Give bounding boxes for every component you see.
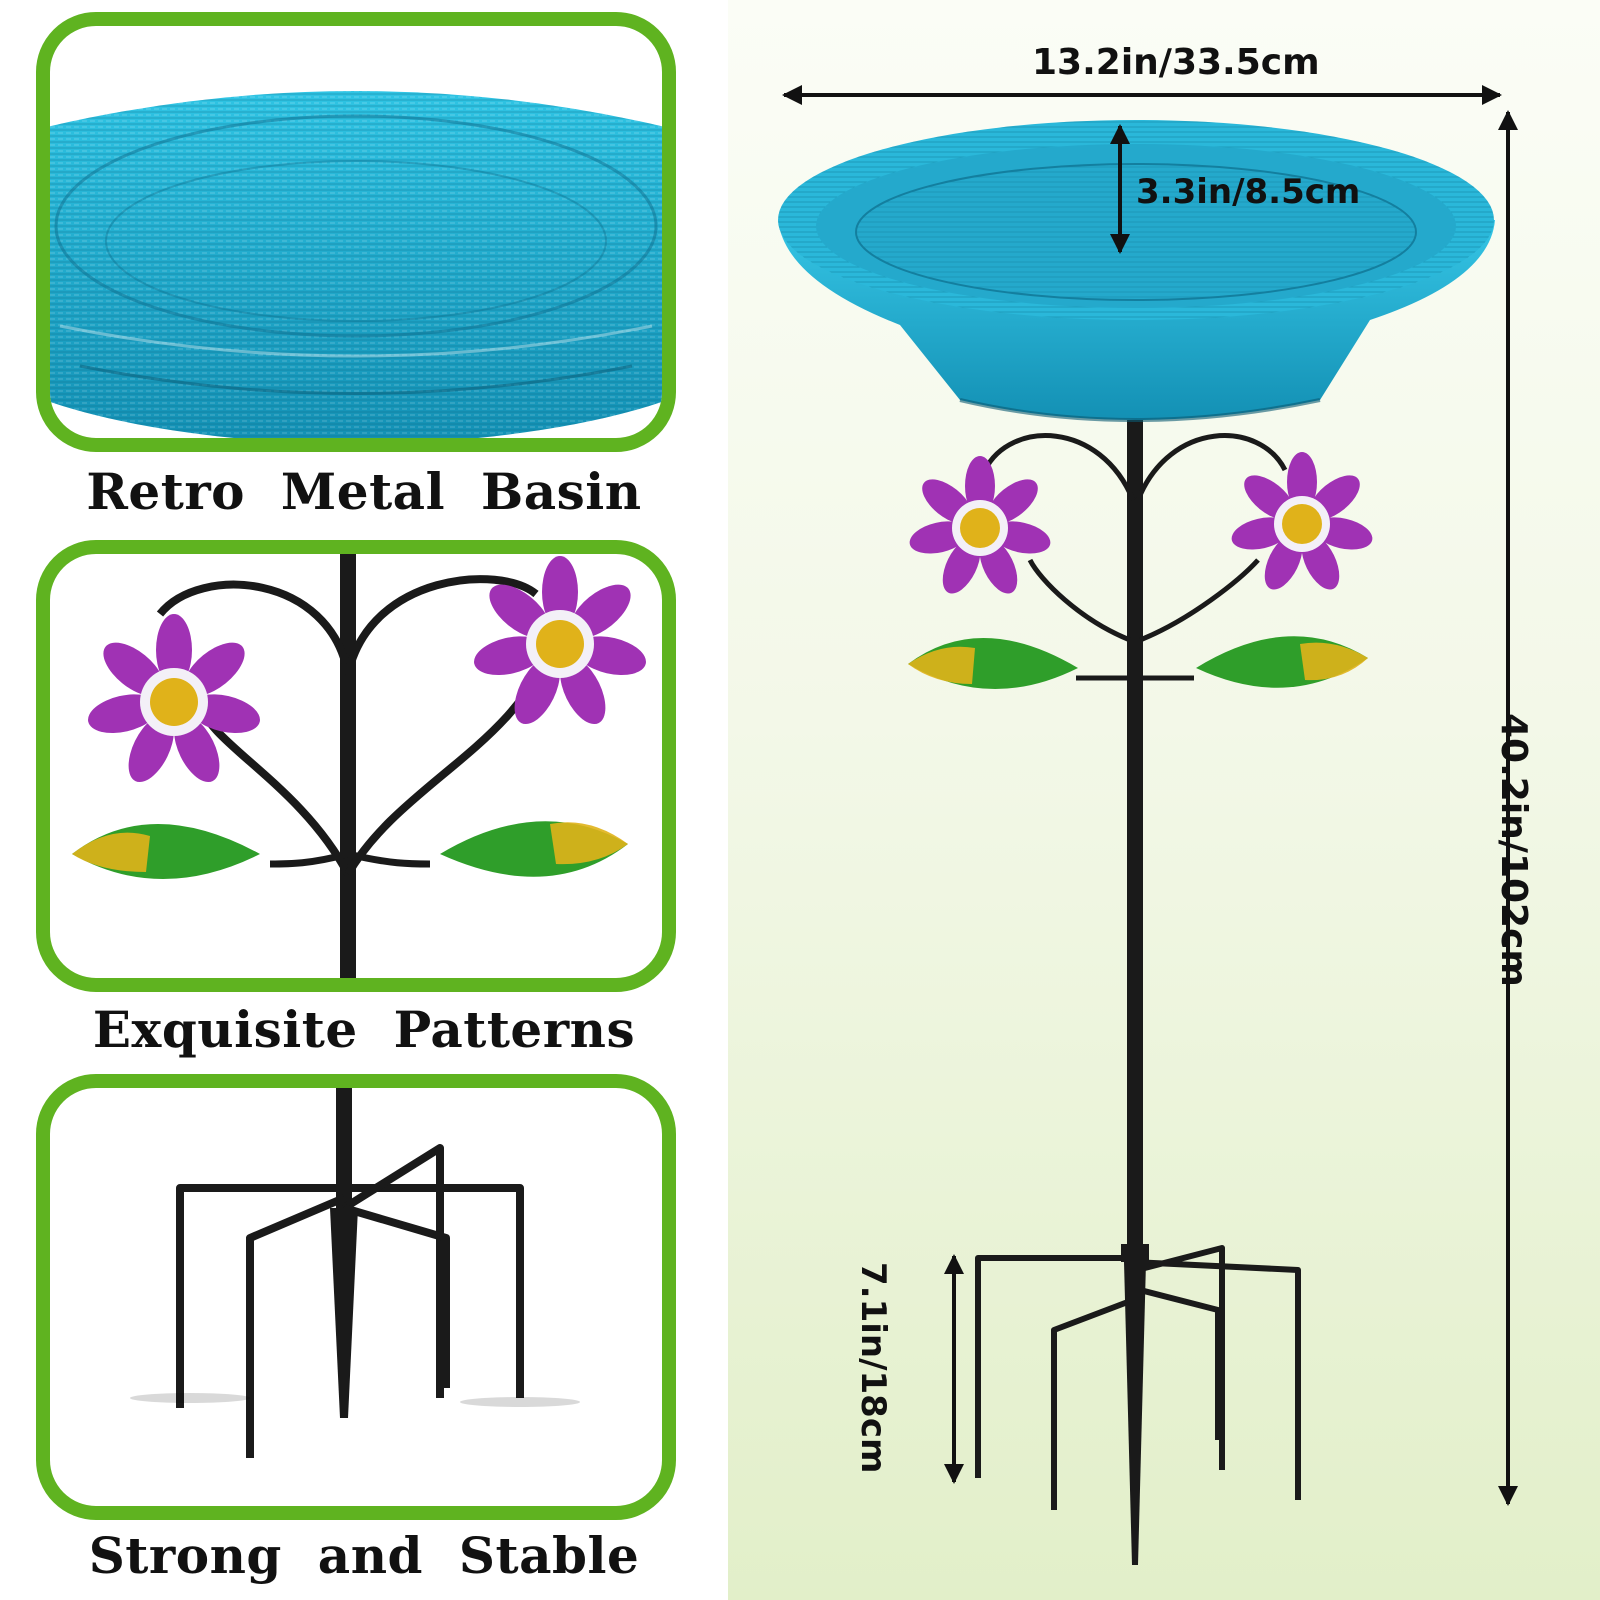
flower-left-icon (88, 614, 260, 783)
flower-right-main-icon (1231, 452, 1373, 590)
basin-closeup-illustration (50, 91, 662, 438)
flower-right-icon (474, 556, 646, 725)
feature-caption-patterns: Exquisite Patterns (92, 1000, 636, 1059)
flower-left-main-icon (909, 456, 1051, 594)
feature-frame-patterns (36, 540, 676, 992)
feature-frame-base (36, 1074, 676, 1520)
base-legs (975, 1245, 1301, 1510)
ground-spike (1124, 1262, 1146, 1565)
total-height-label: 40.2in/102cm (1493, 713, 1534, 987)
base-closeup-illustration (130, 1088, 580, 1458)
base-height-label: 7.1in/18cm (853, 1262, 893, 1474)
depth-label: 3.3in/8.5cm (1136, 172, 1361, 212)
width-label: 13.2in/33.5cm (1032, 42, 1320, 83)
pattern-closeup-illustration (72, 554, 646, 978)
feature-caption-basin: Retro Metal Basin (86, 462, 642, 521)
feature-caption-base: Strong and Stable (88, 1526, 640, 1585)
basin-icon (778, 120, 1495, 422)
feature-frame-basin (36, 12, 676, 452)
feature-column: Retro Metal Basin (0, 0, 728, 1600)
pole (1127, 420, 1143, 1260)
